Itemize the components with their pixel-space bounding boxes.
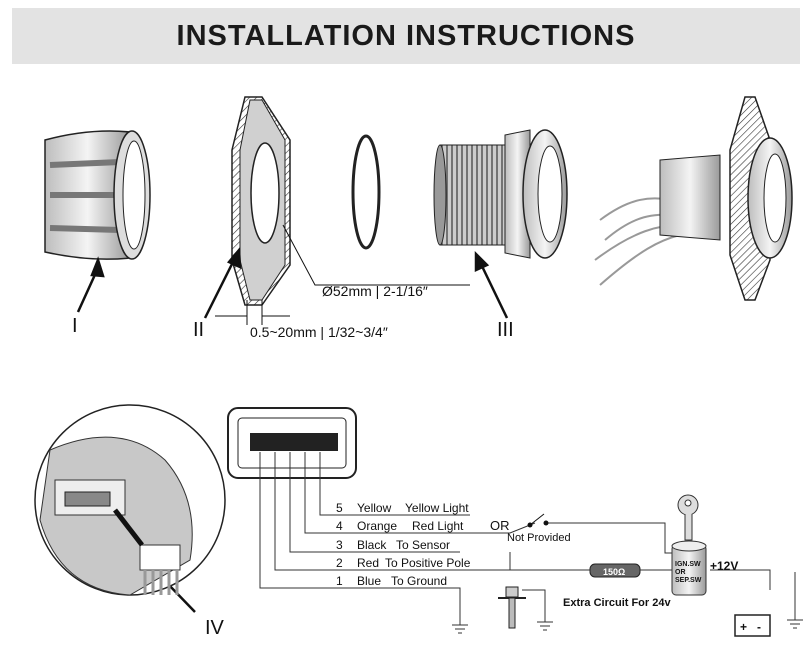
- battery-plus: +: [740, 620, 747, 634]
- key-icon: [677, 494, 699, 541]
- wire-5-color: Yellow: [357, 501, 392, 515]
- ignition-switch: IGN.SW OR SEP.SW: [671, 540, 707, 596]
- wire-3-pin: 3: [336, 538, 343, 552]
- switch-not-provided: Not Provided: [507, 532, 571, 544]
- label-part-i: I: [72, 315, 78, 337]
- resistor: 150Ω: [589, 563, 641, 578]
- wire-2-function: To Positive Pole: [385, 556, 471, 570]
- wire-labels: 5 Yellow Yellow Light 4 Orange Red Light…: [336, 501, 471, 588]
- wire-1-function: To Ground: [391, 574, 447, 588]
- wire-5-function: Yellow Light: [405, 501, 469, 515]
- battery-minus: -: [757, 620, 761, 634]
- ground-symbols: [452, 619, 803, 634]
- resistor-value: 150Ω: [603, 567, 625, 577]
- wire-4-function: Red Light: [412, 519, 464, 533]
- ignition-label-2: OR: [675, 569, 686, 576]
- connector-plug: [227, 407, 357, 479]
- wire-2-pin: 2: [336, 556, 343, 570]
- label-part-iii: III: [497, 319, 514, 341]
- voltage-label: +12V: [710, 559, 738, 573]
- extra-circuit-label: Extra Circuit For 24v: [563, 597, 671, 609]
- wire-2-color: Red: [357, 556, 379, 570]
- wire-4-color: Orange: [357, 519, 397, 533]
- threaded-body-part-iii: [433, 129, 568, 259]
- thickness-dimension: 0.5~20mm | 1/32~3/4″: [250, 324, 388, 340]
- o-ring: [351, 134, 381, 250]
- wire-1-color: Blue: [357, 574, 381, 588]
- ignition-label-1: IGN.SW: [675, 561, 701, 568]
- wire-5-pin: 5: [336, 501, 343, 515]
- bezel-part-i: [44, 130, 151, 260]
- switch-or-label: OR: [490, 518, 510, 533]
- label-part-ii: II: [193, 319, 204, 341]
- wire-3-color: Black: [357, 538, 387, 552]
- title-banner: INSTALLATION INSTRUCTIONS: [12, 8, 800, 64]
- wire-3-function: To Sensor: [396, 538, 450, 552]
- page-title: INSTALLATION INSTRUCTIONS: [176, 19, 636, 52]
- diameter-dimension: Ø52mm | 2-1/16″: [322, 283, 428, 299]
- wire-1-pin: 1: [336, 574, 343, 588]
- connector-closeup: [34, 404, 226, 596]
- wire-4-pin: 4: [336, 519, 343, 533]
- ignition-label-3: SEP.SW: [675, 577, 702, 584]
- label-part-iv: IV: [205, 617, 225, 639]
- gasket-part-ii: [231, 96, 291, 306]
- sensor: [498, 586, 526, 629]
- battery: + -: [734, 614, 771, 637]
- assembled-gauge: [594, 96, 793, 301]
